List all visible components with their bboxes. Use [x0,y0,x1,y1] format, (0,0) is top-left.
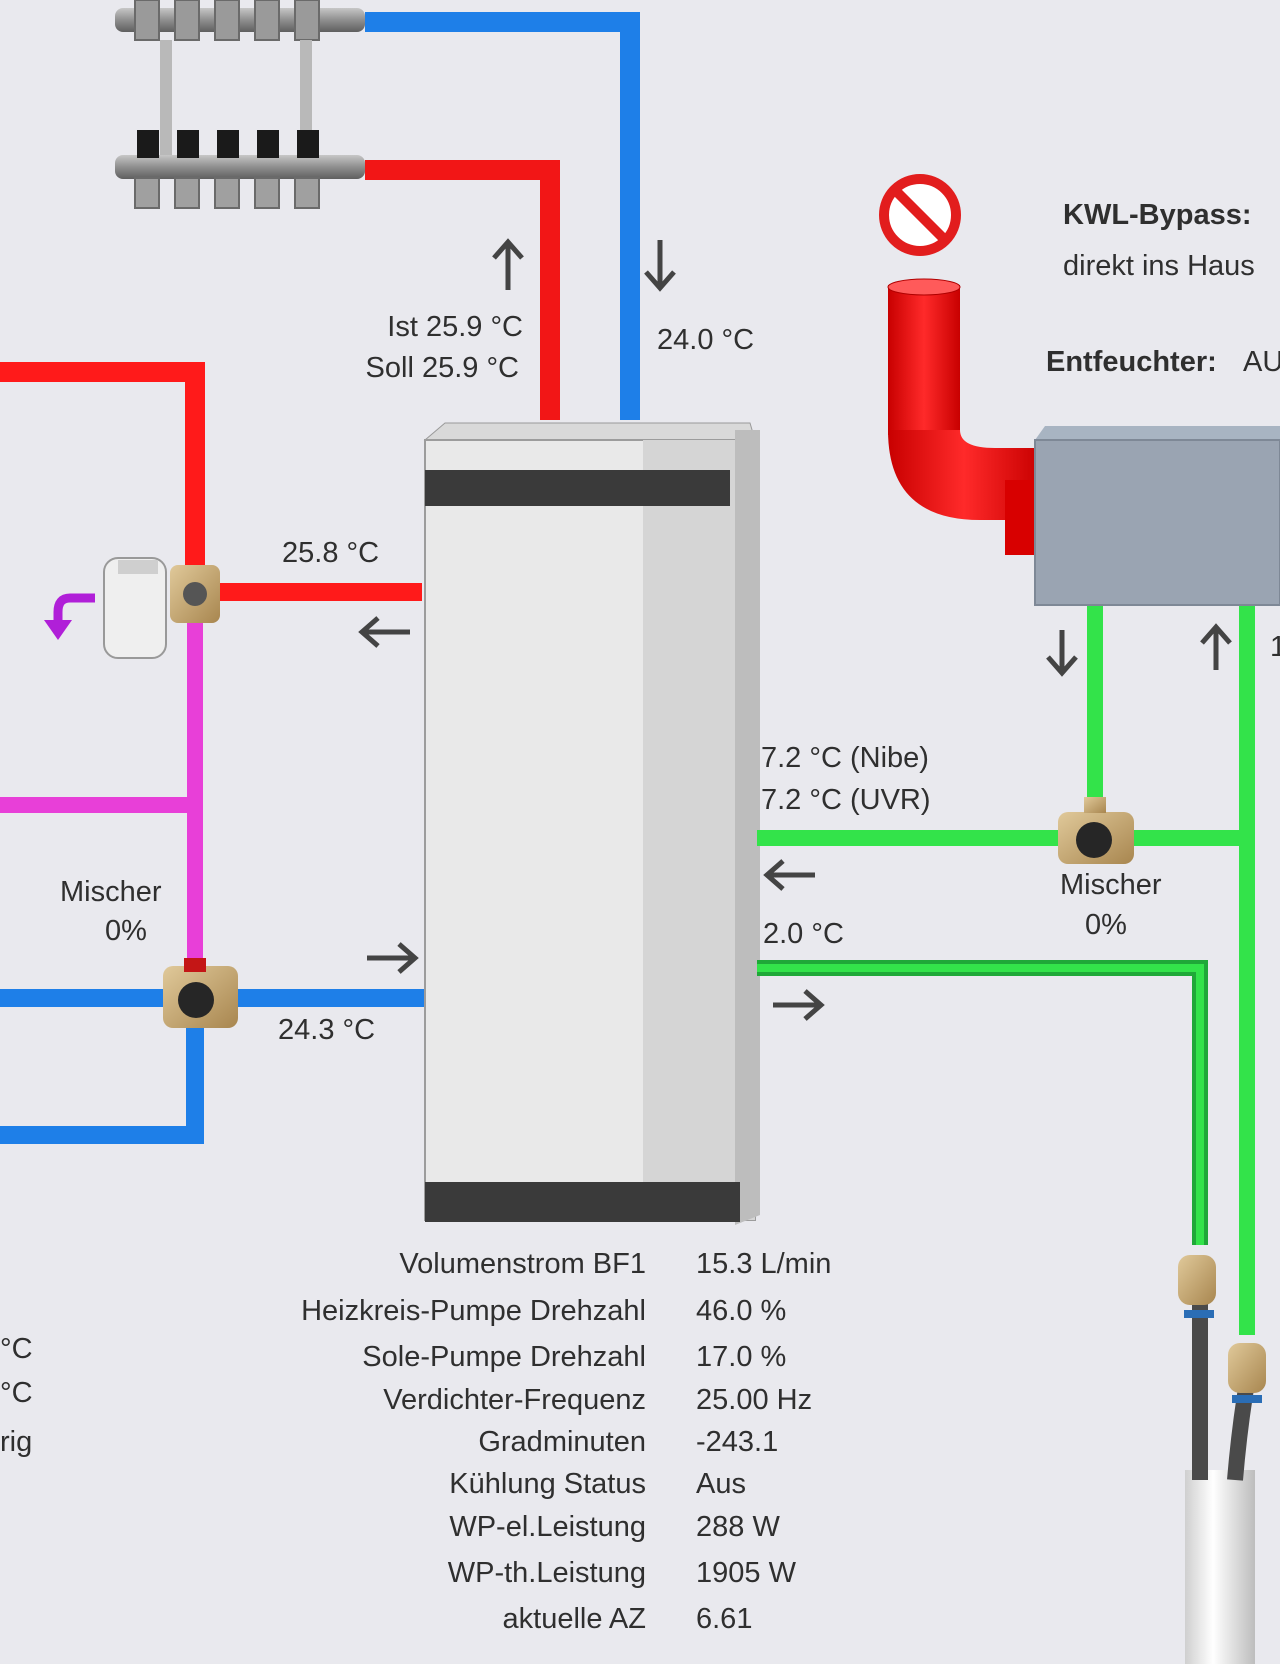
brine-mixer-valve [1058,797,1134,864]
heating-loop-hot [0,362,205,595]
arrow-down-icon [1046,630,1078,677]
dehumidifier-value: AU [1243,346,1280,378]
stat-row: Gradminuten -243.1 [230,1426,930,1466]
brine-mixer-label: Mischer [1060,869,1162,901]
stat-row: Sole-Pumpe Drehzahl 17.0 % [230,1341,930,1381]
stat-label: aktuelle AZ [502,1603,646,1635]
mixed-pipe [0,600,203,985]
left-partial-text-1: °C [0,1333,33,1365]
arrow-up-icon [492,238,524,290]
stat-row: Kühlung Status Aus [230,1468,930,1508]
stat-value: 15.3 L/min [696,1248,832,1280]
stat-value: 17.0 % [696,1341,787,1373]
stat-label: Heizkreis-Pumpe Drehzahl [301,1295,646,1327]
arrow-right-icon [367,942,419,974]
stat-row: Verdichter-Frequenz 25.00 Hz [230,1384,930,1424]
stat-label: Gradminuten [478,1426,646,1458]
stat-value: 6.61 [696,1603,753,1635]
supply-ist-temp: Ist 25.9 °C [387,311,523,343]
kwl-partial-digit: 1 [1270,631,1280,663]
ground-probe [1178,1255,1266,1664]
supply-soll-temp: Soll 25.9 °C [365,352,519,384]
ventilation-duct [887,278,1045,555]
return-pipe-cold [365,12,640,420]
rotate-arrowhead [44,620,72,640]
heating-mixer-valve [163,958,238,1028]
stat-row: WP-th.Leistung 1905 W [230,1557,930,1597]
kwl-unit [1034,426,1280,606]
stat-value: 1905 W [696,1557,796,1589]
kwl-bypass-value: direkt ins Haus [1063,250,1255,282]
brine-out-temp: 2.0 °C [763,918,844,950]
stat-value: 288 W [696,1511,780,1543]
arrow-left-icon [763,859,815,891]
stat-label: Sole-Pumpe Drehzahl [362,1341,646,1373]
heating-out-temp: 25.8 °C [282,537,380,569]
three-way-valve-actuator [103,557,220,659]
stat-value: 46.0 % [696,1295,787,1327]
heating-loop-cold [0,1015,204,1144]
stat-row: WP-el.Leistung 288 W [230,1511,930,1551]
stat-label: WP-th.Leistung [447,1557,646,1589]
brine-nibe-temp: 7.2 °C (Nibe) [761,742,929,774]
brine-mixer-value: 0% [1085,909,1127,941]
left-partial-text-2: °C [0,1377,33,1409]
arrow-right-icon [773,989,825,1021]
heating-mixer-label: Mischer [60,876,162,908]
stat-row: Volumenstrom BF1 15.3 L/min [230,1248,930,1288]
floor-heating-manifold-bottom [115,130,365,209]
stat-row: Heizkreis-Pumpe Drehzahl 46.0 % [230,1295,930,1335]
rotate-icon [53,593,95,625]
stat-label: WP-el.Leistung [449,1511,646,1543]
supply-pipe-hot [365,160,560,420]
heating-mixer-value: 0% [105,915,147,947]
heating-in-temp: 24.3 °C [278,1014,376,1046]
kwl-bypass-label: KWL-Bypass: [1063,199,1252,231]
stat-label: Volumenstrom BF1 [399,1248,646,1280]
arrow-up-icon [1200,623,1232,670]
stat-label: Verdichter-Frequenz [383,1384,646,1416]
brine-uvr-temp: 7.2 °C (UVR) [761,784,931,816]
no-entry-icon [879,174,961,256]
stat-row: aktuelle AZ 6.61 [230,1603,930,1643]
return-temp: 24.0 °C [657,324,755,356]
stat-value: 25.00 Hz [696,1384,813,1416]
left-partial-text-3: rig [0,1426,33,1458]
arrow-down-icon [644,240,676,292]
heat-pump-unit [423,422,760,1225]
brine-out-pipe [757,960,1208,1245]
stat-value: Aus [696,1468,746,1500]
arrow-left-icon [358,616,410,648]
dehumidifier-label: Entfeuchter: [1046,346,1217,378]
stat-value: -243.1 [696,1426,779,1458]
stat-label: Kühlung Status [449,1468,646,1500]
